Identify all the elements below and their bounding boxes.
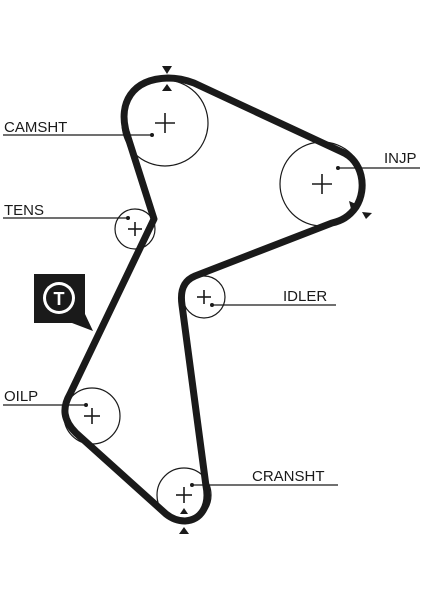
crankshaft-label: CRANSHT xyxy=(252,468,325,485)
tensioner-badge-letter: T xyxy=(54,289,65,309)
tensioner-pulley xyxy=(114,208,156,250)
crankshaft-leader xyxy=(190,483,338,487)
crankshaft-timing-mark-top xyxy=(180,508,188,514)
idler-label: IDLER xyxy=(283,288,327,305)
oil-pump-leader xyxy=(3,403,88,407)
injection-pump-timing-mark-inner xyxy=(349,201,356,209)
idler-leader xyxy=(210,303,336,307)
camshaft-timing-mark-top xyxy=(162,66,172,74)
timing-belt xyxy=(61,74,366,525)
tensioner-label: TENS xyxy=(4,202,44,219)
camshaft-label: CAMSHT xyxy=(4,119,67,136)
crankshaft-timing-mark-bottom xyxy=(179,527,189,534)
camshaft-leader xyxy=(3,133,154,137)
tensioner-icon: T xyxy=(34,274,93,331)
oil-pump-label: OILP xyxy=(4,388,38,405)
injection-pump-leader xyxy=(336,166,420,170)
camshaft-timing-mark-bottom xyxy=(162,84,172,91)
injection-pump-label: INJP xyxy=(384,150,417,167)
tensioner-leader xyxy=(3,216,130,220)
injection-pump-timing-mark-outer xyxy=(362,212,372,219)
